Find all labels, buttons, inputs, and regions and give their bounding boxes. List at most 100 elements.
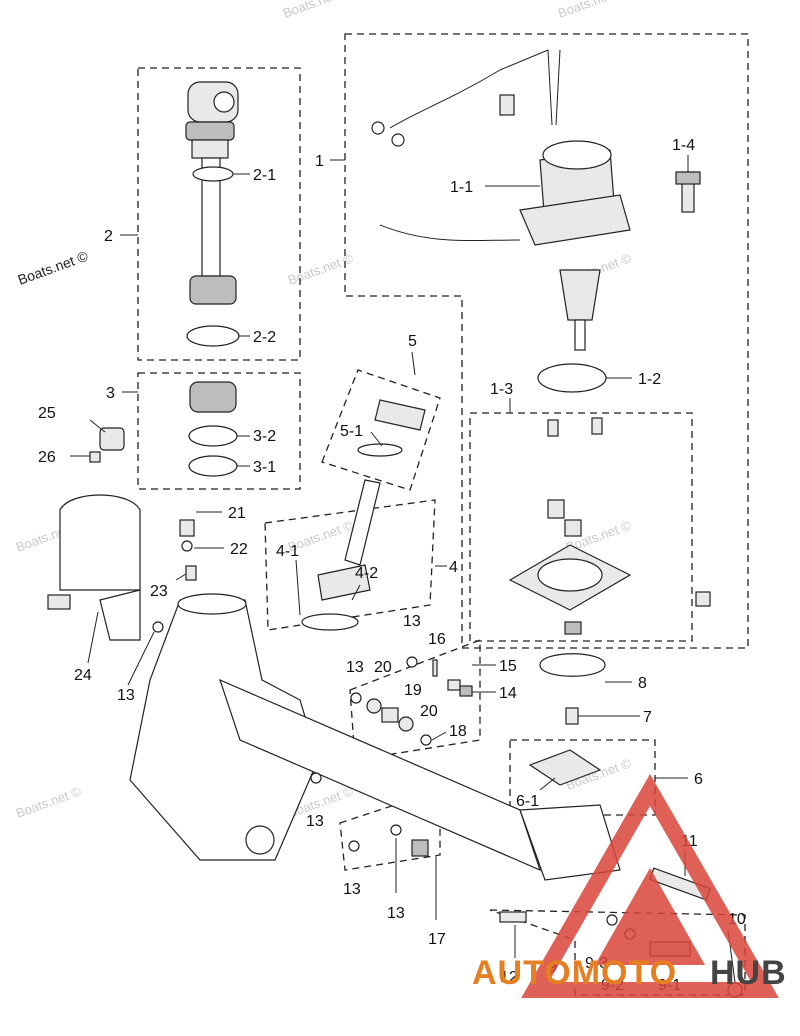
callout-5-1: 5-1 [340,423,363,440]
callout-24: 24 [74,667,92,684]
ball-18 [420,734,432,746]
logo-text-automoto: AUTOMOTO [472,954,677,992]
leader-24 [87,611,99,664]
callout-4: 4 [449,559,458,576]
bushing [564,621,582,635]
cap-3 [189,381,237,413]
callout-6: 6 [694,771,703,788]
logo-text-hub: HUB [710,954,787,992]
o-ring-5-1 [357,443,403,457]
callout-13: 13 [346,659,364,676]
motor-flange [519,194,631,246]
callout-13: 13 [403,613,421,630]
screw-12 [499,911,527,923]
callout-13: 13 [387,905,405,922]
rod-seal [191,139,229,159]
callout-8: 8 [638,675,647,692]
callout-6-1: 6-1 [516,793,539,810]
armature-shaft [574,319,586,351]
group-box-1 [344,33,749,649]
pivot-hole [245,825,275,855]
motor-wire [547,49,561,126]
manual-valve-shaft [344,479,381,566]
trim-housing [47,427,621,881]
callout-13: 13 [117,687,135,704]
callout-13: 13 [343,881,361,898]
group-box-13-17 [339,789,441,871]
cylinder-cap-assembly [188,381,238,477]
motor-assembly [371,49,711,635]
filter-8 [539,653,606,677]
callout-22: 22 [230,541,248,558]
ball-13 [350,692,362,704]
callout-2: 2 [104,228,113,245]
callout-4-2: 4-2 [355,565,378,582]
screw [547,419,559,437]
watermarks: Boats.net © Boats.net © Boats.net © Boat… [14,0,634,821]
ball-13 [390,824,402,836]
ball-13 [152,621,164,633]
rod-piston [189,275,237,305]
callout-3-1: 3-1 [253,459,276,476]
spring-20 [398,716,414,732]
ring-3-2 [188,425,238,447]
callout-17: 17 [428,931,446,948]
callout-1-1: 1-1 [450,179,473,196]
filter-7 [565,707,579,725]
valve-assemblies [301,399,426,631]
plug-15 [447,679,461,691]
callout-3-2: 3-2 [253,428,276,445]
screw [591,417,603,435]
group-box-13-20 [349,639,481,761]
bolt [47,594,71,610]
motor-lead-wire [389,49,549,129]
screw [499,94,515,116]
bush-25 [99,427,125,451]
watermark: Boats.net © [14,783,84,821]
leader-25 [89,419,106,433]
bolt-head-1-4 [675,171,701,185]
leader-6-1 [539,777,556,791]
armature [559,269,601,321]
callout-4-1: 4-1 [276,543,299,560]
screw [695,591,711,607]
callout-19: 19 [404,682,422,699]
leader-18 [431,731,447,741]
valve-cap-5 [374,399,426,431]
callout-7: 7 [643,709,652,726]
cylinder-housing [129,599,319,861]
callout-20: 20 [374,659,392,676]
callout-3: 3 [106,385,115,402]
logo-triangle-icon [521,773,779,998]
callout-2-2: 2-2 [253,329,276,346]
plug-21 [179,519,195,537]
callout-1-3: 1-3 [490,381,513,398]
group-box-3 [137,372,301,490]
callout-1-2: 1-2 [638,371,661,388]
ring-2-1 [192,166,234,182]
pin-16 [432,659,438,677]
callout-12: 12 [500,969,518,986]
rod-eye-hole [213,91,235,113]
spring-20 [366,698,382,714]
pump-body [519,804,621,881]
brush [547,499,565,519]
callout-25: 25 [38,405,56,422]
callout-1: 1 [315,153,324,170]
callouts: 1 1-1 1-2 1-3 1-4 2 2-1 2-2 3 3-2 3-1 4 … [38,137,746,994]
watermark: Boats.net © [16,247,91,287]
callout-21: 21 [228,505,246,522]
callout-13: 13 [306,813,324,830]
callout-15: 15 [499,658,517,675]
plate-6-1 [528,749,602,786]
leader-lines [70,155,736,983]
group-box-2 [137,67,301,361]
brush-spring [564,519,582,537]
screw-23 [185,565,197,581]
group-box-1-3 [469,412,693,642]
callout-26: 26 [38,449,56,466]
leader-23 [175,573,187,581]
ball-22 [181,540,193,552]
callout-16: 16 [428,631,446,648]
